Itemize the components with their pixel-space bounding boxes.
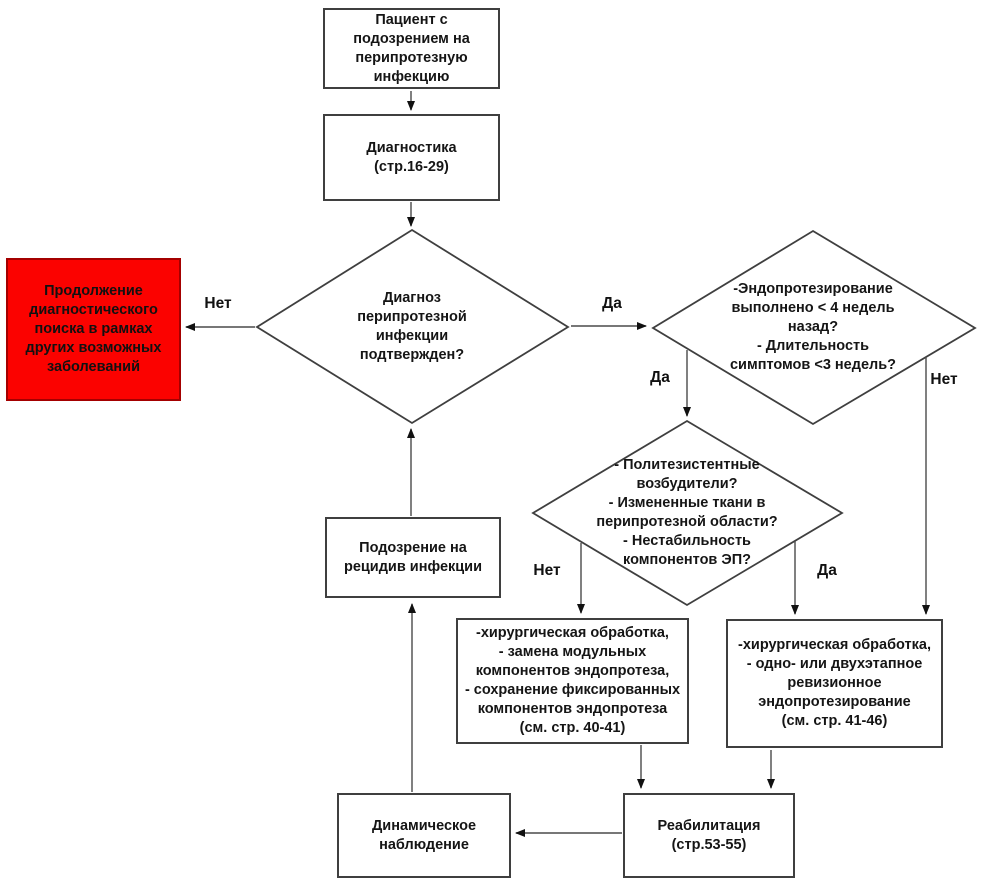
node-diagnostics: Диагностика (стр.16-29) bbox=[323, 114, 500, 201]
edge-label-no-revision: Нет bbox=[930, 371, 958, 388]
edge-label-no-debridement: Нет bbox=[533, 562, 561, 579]
node-continue-search: Продолжение диагностического поиска в ра… bbox=[6, 258, 181, 401]
edge-label-yes-risk-factors: Да bbox=[650, 369, 670, 386]
edge-label-yes-revision: Да bbox=[817, 562, 837, 579]
decision-risk-factors-shape bbox=[531, 419, 844, 607]
decision-diagnosis-confirmed-shape bbox=[255, 228, 570, 425]
edge-label-no-continue-search: Нет bbox=[204, 295, 232, 312]
node-observation: Динамическое наблюдение bbox=[337, 793, 511, 878]
decision-early-infection-shape bbox=[651, 229, 977, 426]
node-relapse-suspicion: Подозрение на рецидив инфекции bbox=[325, 517, 501, 598]
edge-label-yes-early-infection: Да bbox=[602, 295, 622, 312]
node-rehabilitation: Реабилитация (стр.53-55) bbox=[623, 793, 795, 878]
node-patient: Пациент с подозрением на перипротезную и… bbox=[323, 8, 500, 89]
node-revision: -хирургическая обработка, - одно- или дв… bbox=[726, 619, 943, 748]
node-debridement-retention: -хирургическая обработка, - замена модул… bbox=[456, 618, 689, 744]
